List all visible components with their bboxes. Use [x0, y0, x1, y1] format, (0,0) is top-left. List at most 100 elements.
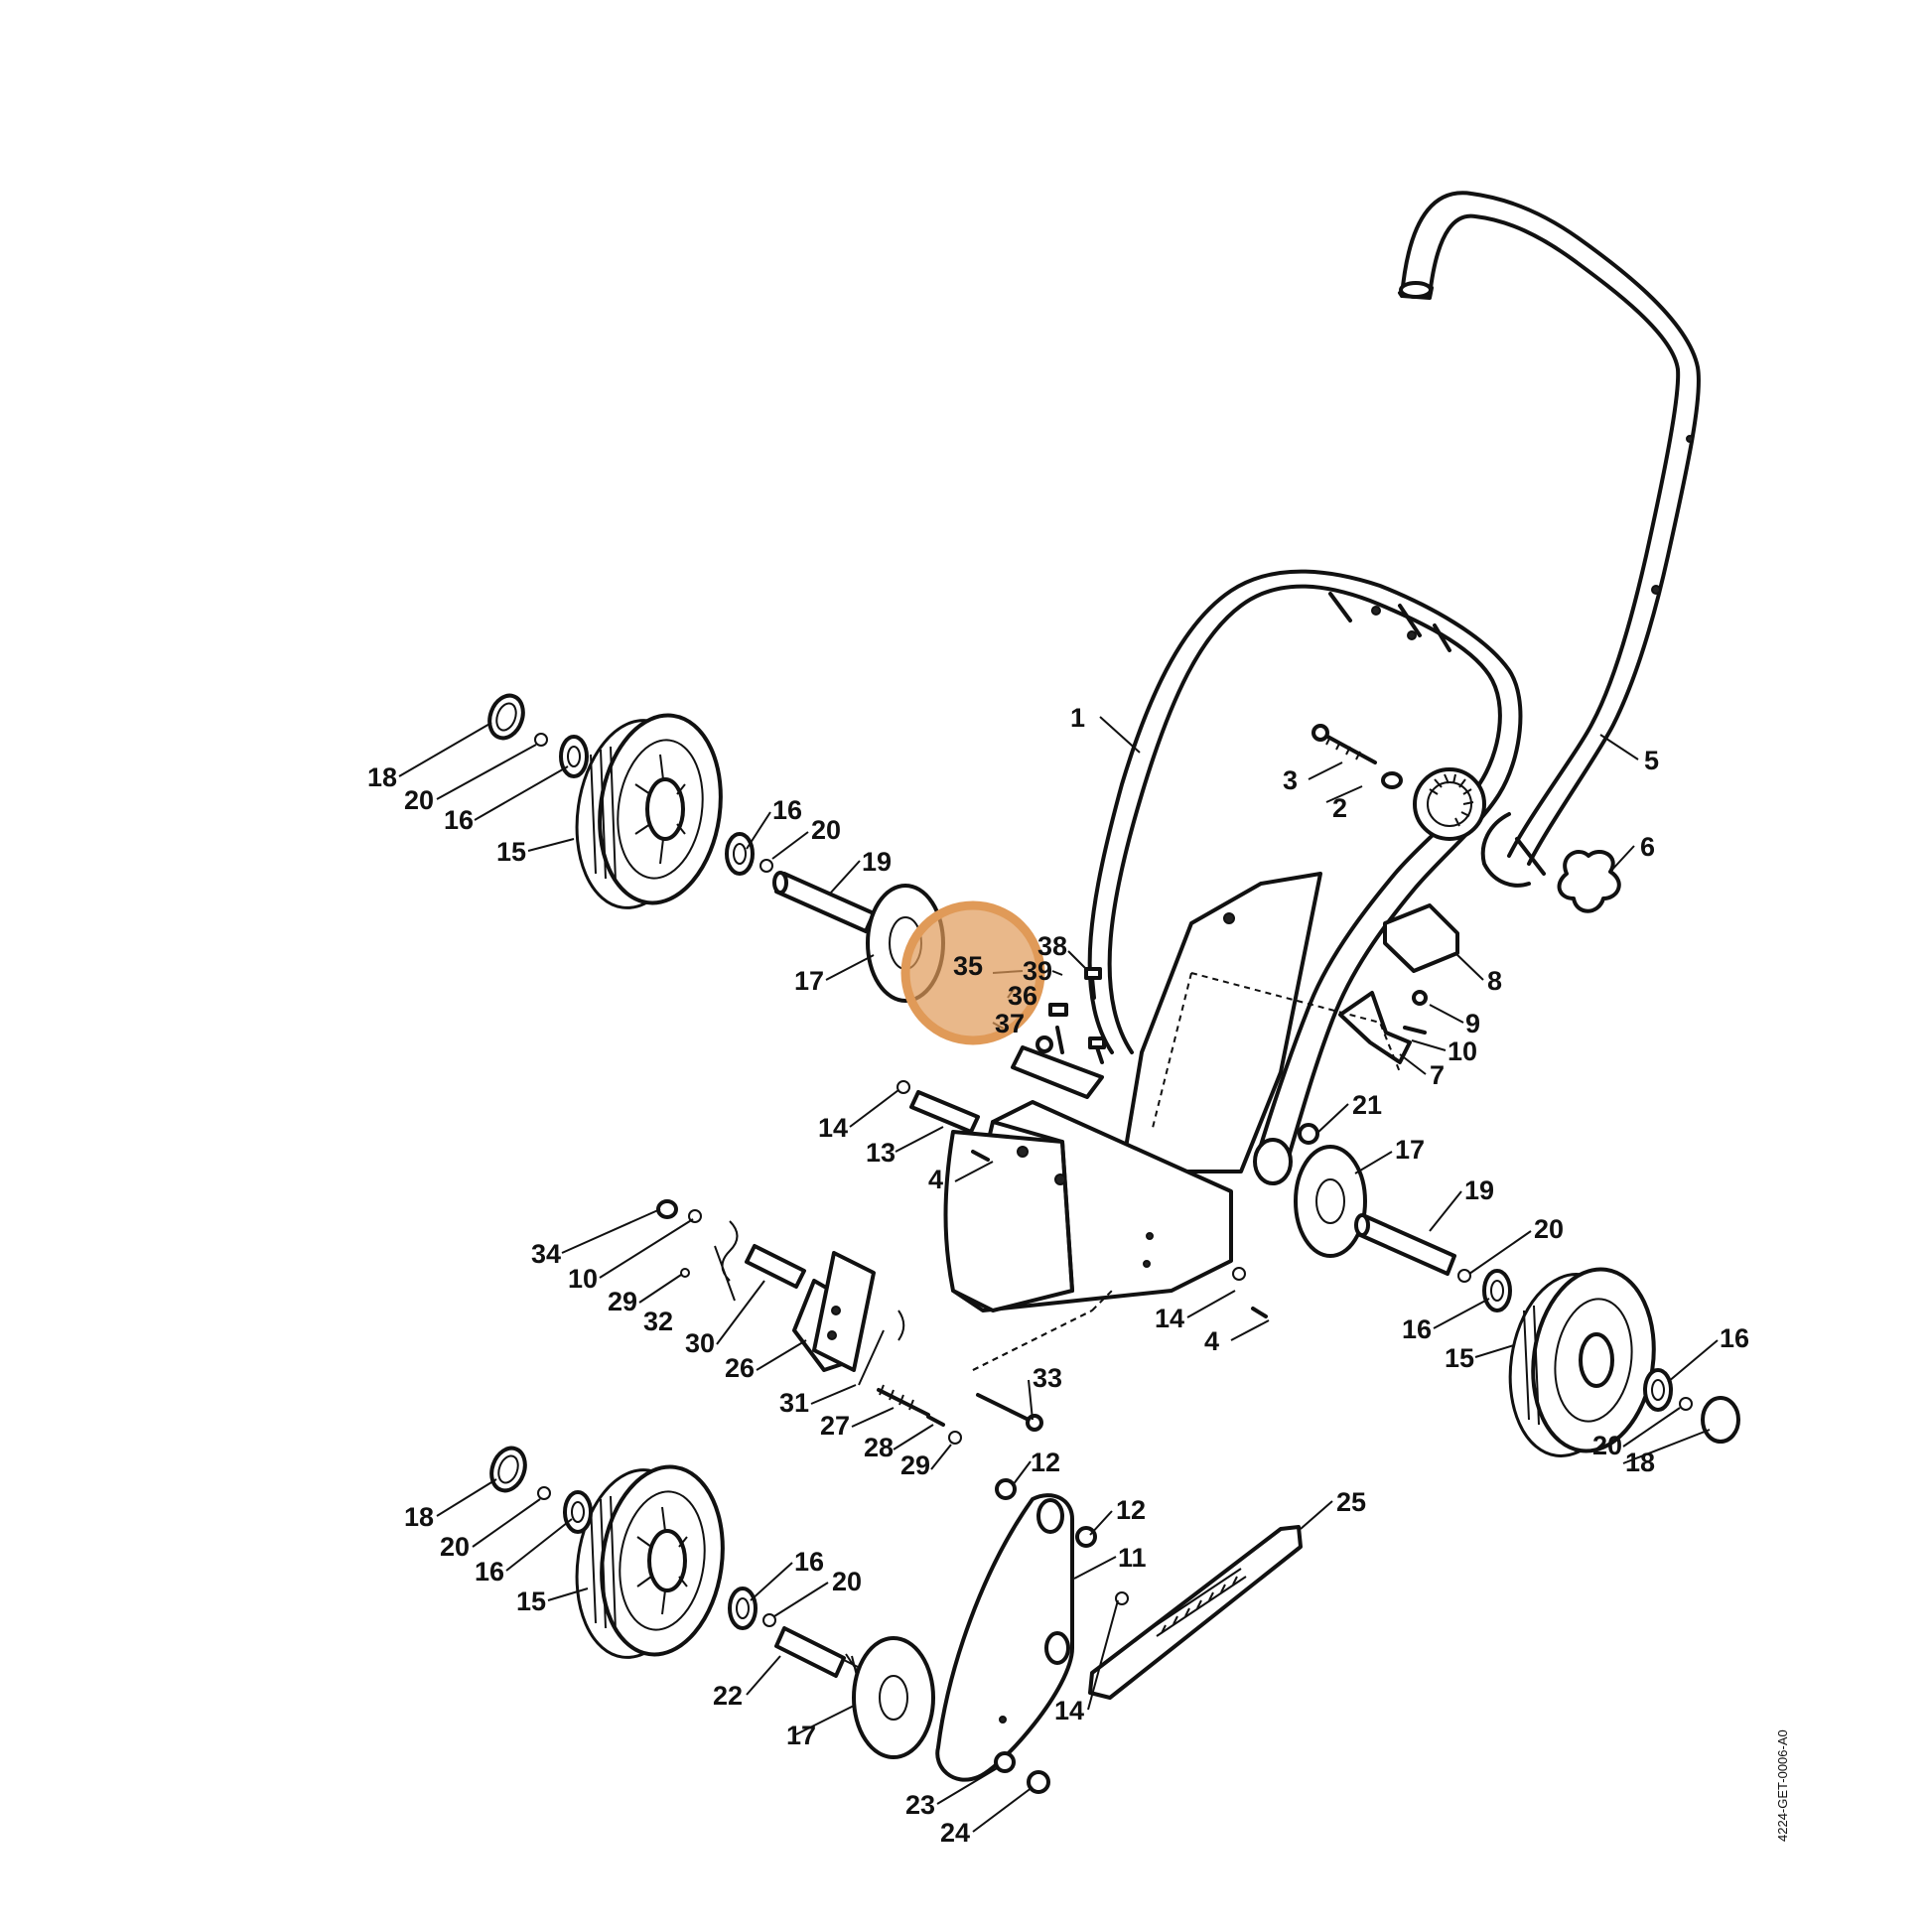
leader-line [810, 1384, 857, 1405]
callout-24: 24 [940, 1818, 970, 1848]
leader-line [436, 744, 537, 800]
height-adjust-group [935, 1478, 1303, 1794]
callout-16: 16 [1402, 1314, 1432, 1344]
callout-27: 27 [820, 1411, 850, 1441]
callout-18: 18 [367, 762, 397, 792]
leader-line [474, 765, 569, 821]
leader-line [505, 1518, 573, 1572]
highlight-marker [900, 900, 1045, 1045]
leader-line [1433, 1298, 1490, 1329]
leader-line [954, 1161, 994, 1182]
callout-17: 17 [786, 1721, 816, 1750]
callout-7: 7 [1430, 1060, 1445, 1090]
leader-line [1012, 1460, 1032, 1486]
leader-line [1073, 1556, 1117, 1580]
hardware-upper-right [1311, 724, 1621, 1064]
leader-line [1411, 1039, 1447, 1051]
callout-12: 12 [1031, 1448, 1060, 1477]
leader-line [1354, 1151, 1393, 1174]
callout-5: 5 [1644, 746, 1659, 775]
leader-line [1609, 845, 1635, 873]
leader-line [756, 1339, 807, 1371]
hardware-center [1011, 967, 1106, 1099]
callout-32: 32 [643, 1307, 673, 1336]
callout-23: 23 [905, 1790, 935, 1820]
leader-line [1300, 1500, 1333, 1530]
leader-line [472, 1498, 541, 1548]
leader-line [1667, 1339, 1719, 1383]
leader-line [936, 1766, 1000, 1805]
callout-39: 39 [1023, 956, 1052, 986]
callout-28: 28 [864, 1433, 894, 1462]
callout-25: 25 [1336, 1487, 1366, 1517]
part-main-frame [1087, 569, 1523, 1173]
wheel-assembly-upper-left [487, 693, 945, 1003]
callout-18: 18 [404, 1502, 434, 1532]
leader-line [1622, 1429, 1711, 1464]
callout-21: 21 [1352, 1090, 1382, 1120]
leader-line [795, 1705, 855, 1735]
callout-20: 20 [1534, 1214, 1564, 1244]
callout-13: 13 [866, 1138, 896, 1168]
callout-11: 11 [1118, 1543, 1147, 1573]
leader-line [527, 838, 575, 852]
leader-line [398, 722, 492, 777]
callout-leader-lines [398, 716, 1719, 1833]
leader-line [750, 1562, 793, 1601]
callout-20: 20 [404, 785, 434, 815]
callout-38: 38 [1037, 931, 1067, 961]
leader-line [746, 1655, 781, 1696]
callout-19: 19 [1464, 1175, 1494, 1205]
callout-4: 4 [928, 1165, 943, 1194]
callout-14: 14 [1155, 1304, 1184, 1333]
callout-30: 30 [685, 1328, 715, 1358]
callout-10: 10 [568, 1264, 598, 1294]
wheel-assembly-right [1253, 1123, 1740, 1457]
callout-16: 16 [1720, 1323, 1749, 1353]
leader-line [972, 1786, 1034, 1833]
leader-line [771, 831, 809, 860]
callout-15: 15 [1445, 1343, 1474, 1373]
callout-35: 35 [953, 951, 983, 981]
leader-line [1599, 734, 1639, 760]
leader-line [1089, 1510, 1113, 1536]
callout-31: 31 [779, 1388, 809, 1418]
leader-line [746, 811, 771, 850]
callout-29: 29 [900, 1450, 930, 1480]
callout-20: 20 [811, 815, 841, 845]
leader-line [1454, 952, 1484, 981]
callout-16: 16 [794, 1547, 824, 1577]
leader-line [1308, 761, 1343, 780]
callout-10: 10 [1448, 1036, 1477, 1066]
leader-line [1429, 1004, 1464, 1024]
wheel-assembly-lower-left [489, 1446, 935, 1759]
hardware-lever-group [656, 1199, 1043, 1445]
callout-12: 12 [1116, 1495, 1146, 1525]
leader-line [561, 1208, 661, 1254]
leader-line [1087, 1599, 1119, 1711]
callout-15: 15 [516, 1587, 546, 1616]
callout-14: 14 [1054, 1696, 1084, 1725]
leader-line [1067, 950, 1089, 972]
callout-2: 2 [1332, 793, 1347, 823]
leader-line [773, 1582, 829, 1617]
leader-line [1315, 1103, 1349, 1135]
callout-15: 15 [496, 837, 526, 867]
leader-line [893, 1424, 934, 1450]
callout-29: 29 [608, 1287, 637, 1316]
callout-8: 8 [1487, 966, 1502, 996]
drawing-reference-code: 4224-GET-0006-A0 [1775, 1729, 1795, 1862]
drawing-reference-code-text: 4224-GET-0006-A0 [1775, 1729, 1790, 1842]
callout-1: 1 [1070, 703, 1085, 733]
leader-line [436, 1478, 497, 1517]
leader-line [1468, 1230, 1532, 1275]
leader-line [1325, 785, 1363, 803]
leader-line [1099, 716, 1141, 754]
callout-16: 16 [475, 1557, 504, 1587]
callout-16: 16 [772, 795, 802, 825]
leader-line [547, 1587, 589, 1601]
callout-14: 14 [818, 1113, 848, 1143]
leader-line [1429, 1190, 1462, 1232]
